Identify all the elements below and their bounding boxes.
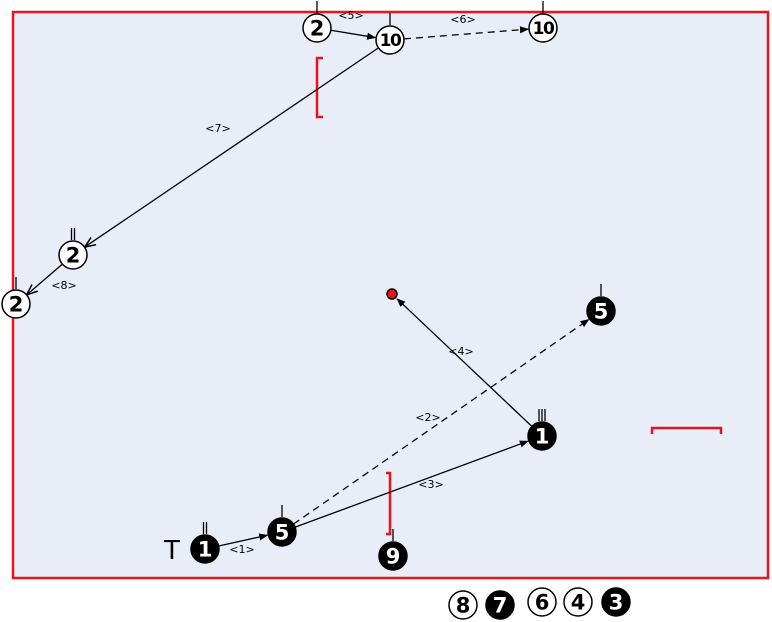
token-circle bbox=[375, 25, 405, 55]
move-label-m8: <8> bbox=[51, 279, 76, 292]
player-p2b: 2 bbox=[58, 228, 88, 270]
token-circle bbox=[528, 13, 558, 43]
move-arrow-m3 bbox=[294, 440, 529, 528]
token-number: 7 bbox=[493, 594, 508, 618]
bench-player-b6: 6 bbox=[527, 587, 557, 617]
token-number: 4 bbox=[571, 591, 586, 615]
token-number: 5 bbox=[275, 521, 290, 545]
bracket-marker-bottom bbox=[386, 471, 392, 536]
token-number: 10 bbox=[380, 31, 402, 51]
token-circle bbox=[586, 296, 616, 326]
token-number: 6 bbox=[535, 591, 550, 615]
token-circle bbox=[601, 587, 631, 617]
token-circle bbox=[58, 240, 88, 270]
move-arrow-m5 bbox=[330, 29, 377, 40]
player-p5b: 5 bbox=[586, 284, 616, 326]
player-p1b: 1 bbox=[527, 409, 557, 451]
bench-player-b4: 4 bbox=[563, 587, 593, 617]
token-number: 5 bbox=[594, 300, 609, 324]
bench-player-b8: 8 bbox=[448, 590, 478, 620]
move-arrow-m7 bbox=[85, 47, 379, 247]
token-number: 1 bbox=[198, 538, 213, 562]
move-arrow-m1 bbox=[218, 533, 269, 547]
token-circle bbox=[527, 421, 557, 451]
token-circle bbox=[448, 590, 478, 620]
player-p2a: 2 bbox=[302, 1, 332, 43]
move-label-m1: <1> bbox=[229, 543, 254, 556]
ball-icon bbox=[386, 288, 398, 300]
token-circle bbox=[302, 13, 332, 43]
move-labels-layer: <1> <2> <3> <4> <5> <6> <7> <8> bbox=[51, 9, 475, 556]
token-circle bbox=[267, 517, 297, 547]
bench-player-b3: 3 bbox=[601, 587, 631, 617]
token-number: 8 bbox=[456, 594, 471, 618]
move-label-m3: <3> bbox=[418, 478, 443, 491]
move-arrow-m6 bbox=[403, 26, 529, 40]
move-label-m5: <5> bbox=[338, 9, 363, 22]
token-number: 2 bbox=[66, 244, 81, 268]
token-number: 2 bbox=[9, 293, 24, 317]
bench-player-b7: 7 bbox=[485, 590, 515, 620]
move-label-m4: <4> bbox=[448, 345, 473, 358]
token-number: 9 bbox=[386, 545, 401, 569]
player-p10a: 10 bbox=[375, 13, 405, 55]
token-number: 3 bbox=[609, 591, 624, 615]
move-label-m6: <6> bbox=[450, 13, 475, 26]
move-arrow-m8 bbox=[27, 263, 63, 294]
players-layer: 1 5 1 5 9 2 10 10 2 2 bbox=[1, 1, 616, 571]
token-circle bbox=[485, 590, 515, 620]
moves-layer bbox=[27, 26, 590, 547]
token-circle bbox=[527, 587, 557, 617]
token-number: 10 bbox=[533, 19, 555, 39]
player-p5a: 5 bbox=[267, 505, 297, 547]
player-p2c: 2 bbox=[1, 277, 31, 319]
token-circle bbox=[1, 289, 31, 319]
bracket-marker-top bbox=[315, 56, 323, 119]
token-number: 2 bbox=[310, 17, 325, 41]
token-circle bbox=[190, 534, 220, 564]
move-label-m7: <7> bbox=[205, 122, 230, 135]
player-p10b: 10 bbox=[528, 1, 558, 43]
token-circle bbox=[563, 587, 593, 617]
token-number: 1 bbox=[535, 425, 550, 449]
player-p1a: 1 bbox=[190, 522, 220, 564]
t-label: T bbox=[163, 536, 180, 566]
token-circle bbox=[378, 541, 408, 571]
player-p9: 9 bbox=[378, 529, 408, 571]
move-arrow-m4 bbox=[396, 298, 533, 427]
move-label-m2: <2> bbox=[415, 411, 440, 424]
bracket-marker-right bbox=[650, 426, 723, 434]
